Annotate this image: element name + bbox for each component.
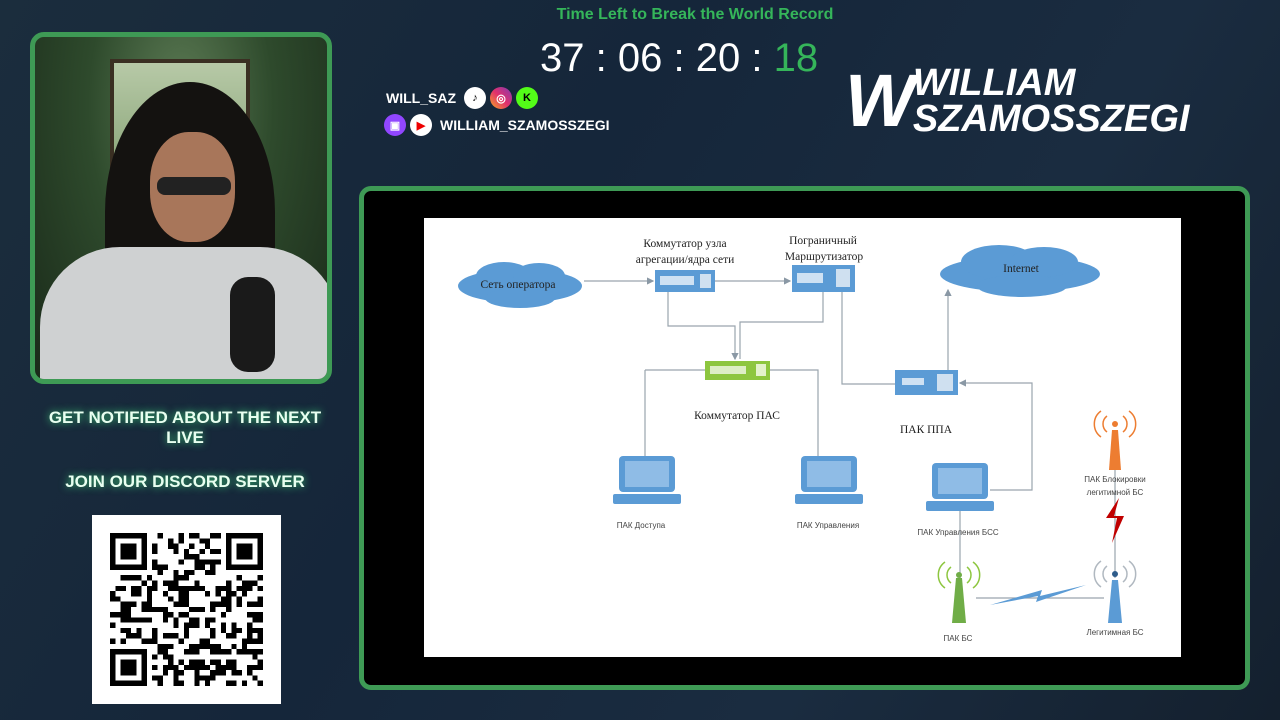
core-switch-label-1: Коммутатор узла [643, 238, 726, 250]
ppa-device-icon [895, 370, 958, 395]
laptop-bss-label: ПАК Управления БСС [917, 528, 998, 537]
laptop-access-label: ПАК Доступа [617, 521, 666, 530]
laptop-icon [613, 456, 681, 504]
timer-seconds: 20 [695, 36, 741, 80]
internet-cloud-label: Internet [1003, 263, 1040, 275]
pak-bs-label: ПАК БС [944, 634, 973, 643]
webcam-feed [30, 32, 332, 384]
core-switch-icon [655, 270, 715, 292]
timer-sep: : [595, 36, 607, 80]
network-diagram-slide: Сеть оператора Internet Коммутатор узла … [424, 218, 1181, 657]
wireless-link-icon [990, 585, 1086, 605]
laptop-mgmt-label: ПАК Управления [797, 521, 859, 530]
internet-cloud: Internet [940, 245, 1100, 297]
operator-cloud: Сеть оператора [458, 262, 582, 308]
youtube-icon[interactable]: ▶ [410, 114, 432, 136]
pas-switch-icon [705, 361, 770, 380]
social-row-1: WILL_SAZ ♪ ◎ K [386, 87, 538, 109]
handle-will-saz: WILL_SAZ [386, 90, 456, 106]
notify-text: GET NOTIFIED ABOUT THE NEXT LIVE [48, 408, 322, 447]
legit-bs-tower-icon [1093, 560, 1137, 623]
kick-icon[interactable]: K [516, 87, 538, 109]
pak-bs-tower-icon [937, 561, 981, 623]
handle-william: WILLIAM_SZAMOSSZEGI [440, 117, 610, 133]
timer-sep: : [673, 36, 685, 80]
router-icon [792, 265, 855, 292]
logo-mark: W [845, 59, 915, 142]
instagram-icon[interactable]: ◎ [490, 87, 512, 109]
social-row-2: ▣ ▶ WILLIAM_SZAMOSSZEGI [384, 114, 610, 136]
blocker-label-1: ПАК Блокировки [1084, 475, 1145, 484]
connection-lines [584, 277, 1116, 599]
blocker-label-2: легитимной БС [1087, 488, 1144, 497]
laptop-icon [795, 456, 863, 504]
discord-text: JOIN OUR DISCORD SERVER [65, 472, 305, 491]
router-label-2: Маршрутизатор [785, 251, 863, 263]
timer-frames: 18 [773, 36, 819, 80]
jamming-bolt-icon [1106, 498, 1124, 543]
timer-hours: 37 [540, 36, 585, 80]
tiktok-icon[interactable]: ♪ [464, 87, 486, 109]
legit-bs-label: Легитимная БС [1086, 628, 1143, 637]
blocker-tower-icon [1093, 410, 1137, 470]
core-switch-label-2: агрегации/ядра сети [636, 254, 735, 266]
twitch-icon[interactable]: ▣ [384, 114, 406, 136]
logo-line1: WILLIAM [912, 61, 1076, 104]
discord-qr-code[interactable] [92, 515, 281, 704]
operator-cloud-label: Сеть оператора [480, 279, 555, 291]
countdown-title: Time Left to Break the World Record [556, 6, 834, 23]
logo-line2: SZAMOSSZEGI [912, 97, 1190, 140]
timer-sep: : [751, 36, 763, 80]
ppa-label: ПАК ППА [900, 424, 953, 436]
router-label-1: Пограничный [789, 235, 857, 247]
countdown-timer: 37 : 06 : 20 : 18 [540, 36, 818, 81]
laptop-icon [926, 463, 994, 511]
pas-switch-label: Коммутатор ПАС [694, 410, 780, 422]
timer-minutes: 06 [617, 36, 663, 80]
